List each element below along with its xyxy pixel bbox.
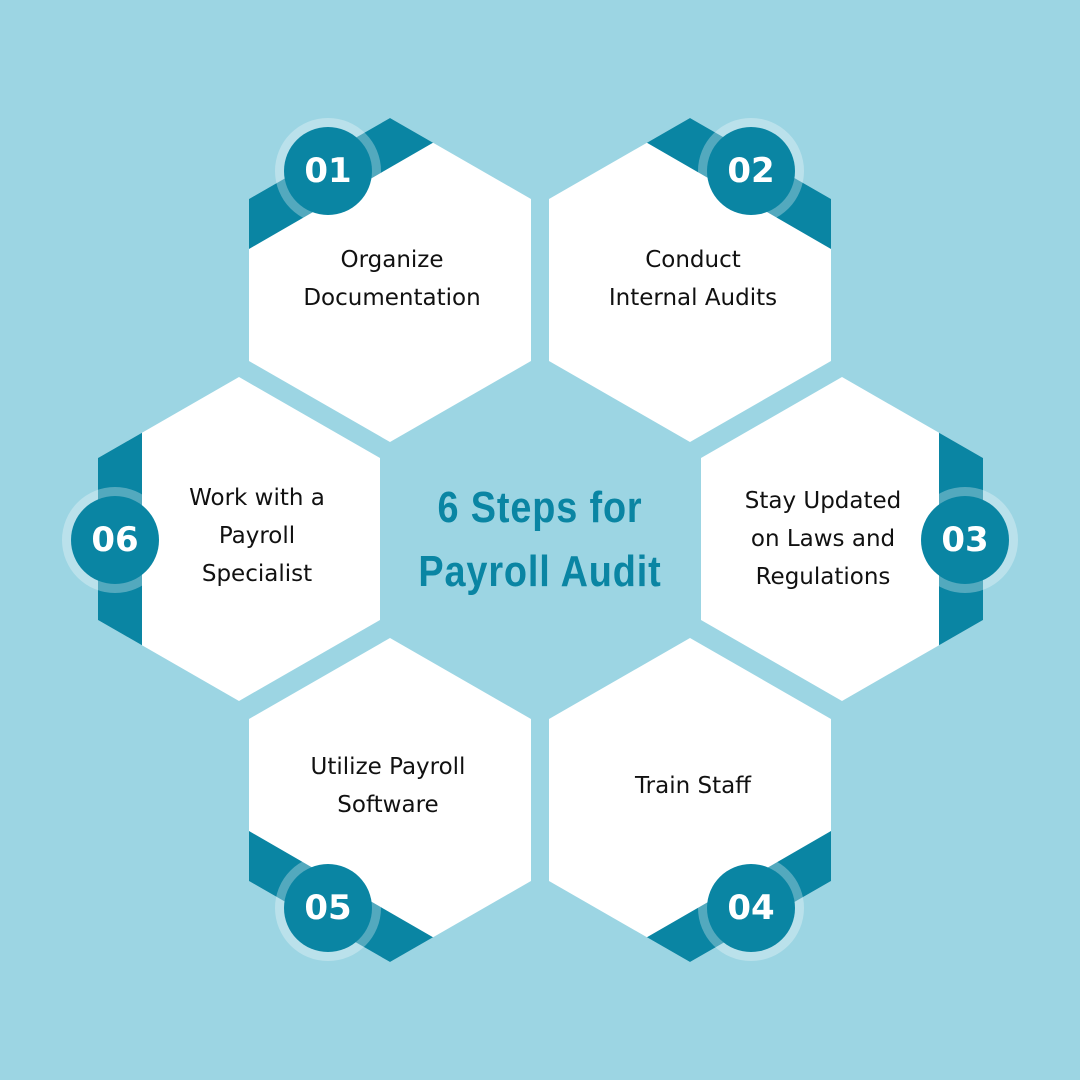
- step-01-label: Organize Documentation: [272, 241, 512, 317]
- step-02-label-line: Internal Audits: [608, 285, 778, 311]
- title-line-1: 6 Steps for: [437, 483, 643, 532]
- step-01-label-line: Organize: [340, 247, 444, 273]
- step-06-label: Work with a Payroll Specialist: [137, 479, 377, 593]
- step-01-hexagon: [249, 118, 531, 442]
- step-06-label-line: Work with a: [189, 485, 325, 511]
- title-line-2: Payroll Audit: [418, 547, 662, 596]
- step-06-label-line: Payroll: [218, 523, 296, 549]
- diagram-title: 6 Steps for Payroll Audit: [399, 476, 682, 604]
- step-06-badge: [71, 496, 159, 584]
- step-03-label-line: Stay Updated: [744, 488, 902, 514]
- step-02-label: Conduct Internal Audits: [573, 241, 813, 317]
- step-06-label-line: Specialist: [201, 561, 313, 587]
- step-01-label-line: Documentation: [303, 285, 481, 311]
- step-04-hexagon: [549, 638, 831, 962]
- step-04-number: 04: [727, 888, 775, 928]
- step-05-hexagon: [249, 638, 531, 962]
- step-02-badge: [707, 127, 795, 215]
- step-02-number: 02: [727, 151, 775, 191]
- step-03-label-line: Regulations: [755, 564, 891, 590]
- step-04-badge: [707, 864, 795, 952]
- step-05-number: 05: [304, 888, 352, 928]
- step-03-label-line: on Laws and: [750, 526, 896, 552]
- step-02-label-line: Conduct: [645, 247, 741, 273]
- step-05-badge: [284, 864, 372, 952]
- step-04-label-line: Train Staff: [634, 773, 752, 799]
- step-05-label: Utilize Payroll Software: [268, 748, 508, 824]
- step-01-number: 01: [304, 151, 352, 191]
- step-05-label-line: Software: [337, 792, 439, 818]
- step-02-hexagon: [549, 118, 831, 442]
- step-04-label: Train Staff: [573, 767, 813, 805]
- step-03-badge: [921, 496, 1009, 584]
- step-03-label: Stay Updated on Laws and Regulations: [703, 482, 943, 596]
- step-06-number: 06: [91, 520, 139, 560]
- step-05-label-line: Utilize Payroll: [310, 754, 466, 780]
- step-03-number: 03: [941, 520, 989, 560]
- step-01-badge: [284, 127, 372, 215]
